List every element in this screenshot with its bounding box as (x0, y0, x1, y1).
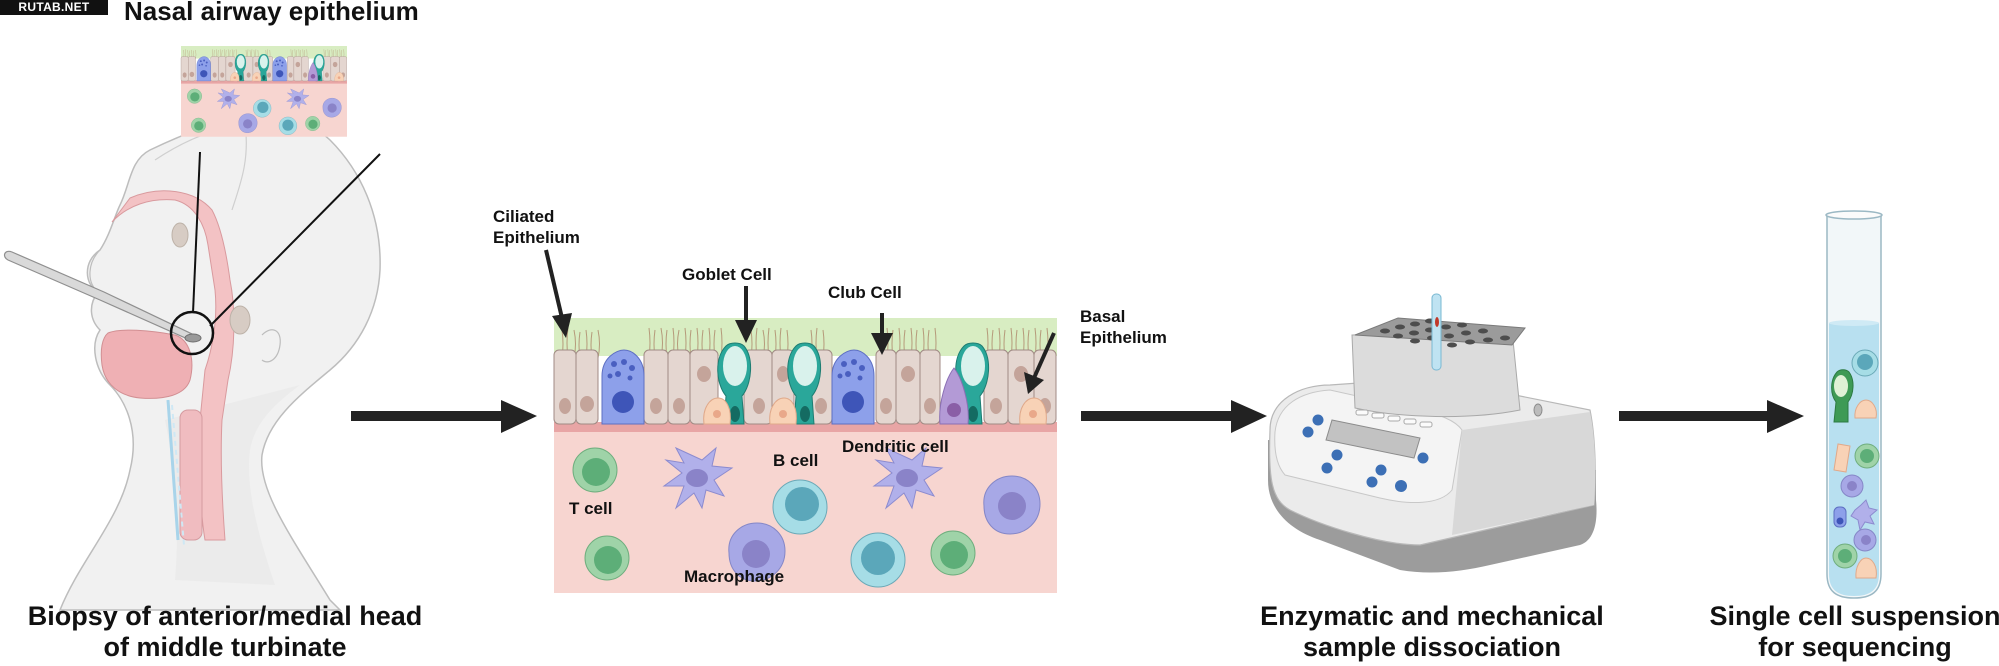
label-goblet-cell: Goblet Cell (682, 265, 772, 284)
caption-suspension-line1: Single cell suspension (1709, 601, 1999, 631)
caption-dissociation: Enzymatic and mechanical sample dissocia… (1247, 601, 1617, 663)
sample-tube (1431, 293, 1442, 371)
label-t-cell: T cell (569, 499, 613, 518)
ear (261, 329, 281, 363)
label-b-cell: B cell (773, 451, 819, 470)
figure-title: Nasal airway epithelium (124, 0, 419, 26)
watermark: RUTAB.NET (0, 0, 108, 15)
label-dendritic-cell: Dendritic cell (842, 437, 949, 456)
label-club-cell: Club Cell (828, 283, 902, 302)
label-macrophage: Macrophage (684, 567, 785, 586)
inset-connector-left (192, 151, 201, 314)
inset-connector-right (209, 153, 381, 327)
caption-suspension: Single cell suspension for sequencing (1695, 601, 1999, 663)
trachea (179, 409, 203, 541)
caption-suspension-line2: for sequencing (1758, 632, 1952, 662)
zoom-circle (169, 310, 215, 356)
oral-cavity (100, 329, 193, 399)
biopsy-instrument (3, 250, 202, 343)
label-basal-line1: Basal (1080, 307, 1126, 326)
caption-biopsy: Biopsy of anterior/medial head of middle… (0, 601, 450, 663)
block-wells (1380, 318, 1510, 348)
label-basal-epithelium: Basal Epithelium (1080, 306, 1167, 348)
caption-dissociation-line1: Enzymatic and mechanical (1260, 601, 1604, 631)
label-arrows (544, 249, 1056, 394)
top-buttons (1355, 409, 1433, 428)
caption-biopsy-line2: of middle turbinate (103, 632, 347, 662)
label-ciliated-line2: Epithelium (493, 228, 580, 247)
nasal-cavity (111, 190, 235, 541)
control-buttons (1302, 414, 1429, 492)
lcd-display (1325, 419, 1421, 459)
label-ciliated-line1: Ciliated (493, 207, 555, 226)
suspended-cells (1831, 349, 1880, 579)
caption-dissociation-line2: sample dissociation (1302, 632, 1562, 662)
caption-biopsy-line1: Biopsy of anterior/medial head (27, 601, 423, 631)
label-basal-line2: Epithelium (1080, 328, 1167, 347)
label-ciliated-epithelium: Ciliated Epithelium (493, 206, 580, 248)
